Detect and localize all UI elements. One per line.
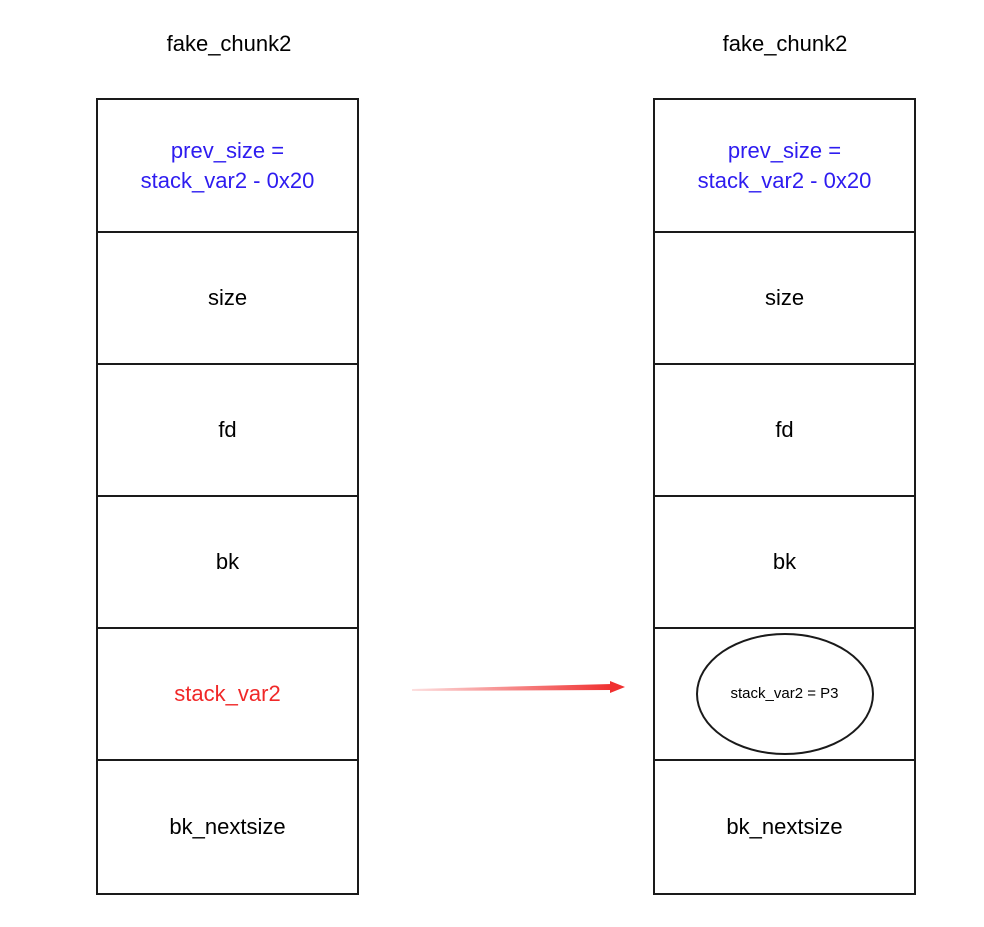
right-fd-label: fd (775, 417, 794, 442)
left-size-cell: size (98, 233, 357, 365)
left-fd-nextsize-label: stack_var2 (174, 681, 281, 706)
highlight-ellipse: stack_var2 = P3 (695, 633, 874, 755)
left-prev-size-cell: prev_size = stack_var2 - 0x20 (98, 100, 357, 233)
right-fd-nextsize-cell: stack_var2 = P3 (655, 629, 914, 761)
right-bk-nextsize-label: bk_nextsize (726, 814, 843, 839)
left-prev-size-line2: stack_var2 - 0x20 (140, 167, 315, 193)
left-chunk: prev_size = stack_var2 - 0x20 size fd bk… (96, 98, 359, 895)
left-bk-label: bk (215, 549, 240, 574)
left-bk-nextsize-label: bk_nextsize (169, 814, 286, 839)
right-bk-nextsize-cell: bk_nextsize (655, 761, 914, 893)
right-fd-nextsize-label: stack_var2 = P3 (730, 685, 839, 702)
right-prev-size-cell: prev_size = stack_var2 - 0x20 (655, 100, 914, 233)
left-chunk-title: fake_chunk2 (166, 31, 292, 56)
right-size-cell: size (655, 233, 914, 365)
right-fd-cell: fd (655, 365, 914, 497)
left-fd-nextsize-cell: stack_var2 (98, 629, 357, 761)
right-bk-cell: bk (655, 497, 914, 629)
right-prev-size-line1: prev_size = (727, 137, 842, 163)
right-chunk: prev_size = stack_var2 - 0x20 size fd bk… (653, 98, 916, 895)
right-size-label: size (764, 285, 805, 310)
left-size-label: size (207, 285, 248, 310)
right-chunk-title: fake_chunk2 (722, 31, 848, 56)
left-fd-label: fd (218, 417, 237, 442)
right-bk-label: bk (772, 549, 797, 574)
arrow-head (610, 681, 625, 693)
arrow-shaft (412, 684, 612, 691)
right-prev-size-line2: stack_var2 - 0x20 (697, 167, 872, 193)
left-bk-cell: bk (98, 497, 357, 629)
left-bk-nextsize-cell: bk_nextsize (98, 761, 357, 893)
left-prev-size-line1: prev_size = (170, 137, 285, 163)
left-fd-cell: fd (98, 365, 357, 497)
